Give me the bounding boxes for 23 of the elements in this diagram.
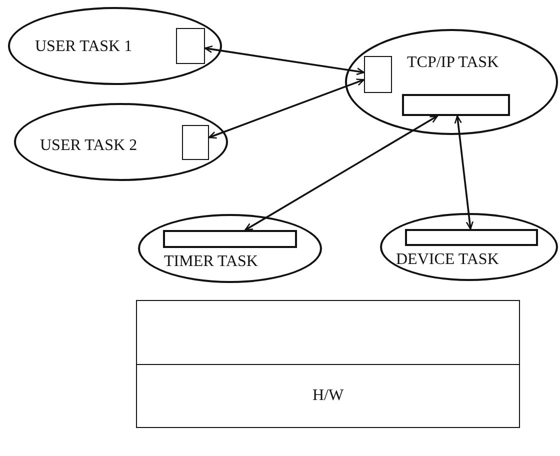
double-arrow bbox=[204, 45, 365, 76]
port-box bbox=[364, 56, 392, 93]
task-ellipse bbox=[380, 213, 558, 281]
task-ellipse bbox=[345, 29, 558, 135]
queue-bar bbox=[163, 230, 297, 248]
layer-box bbox=[136, 364, 520, 428]
queue-bar bbox=[402, 94, 510, 116]
task-label: DEVICE TASK bbox=[396, 251, 499, 269]
task-label: TCP/IP TASK bbox=[407, 54, 499, 72]
double-arrow bbox=[208, 78, 365, 139]
port-box bbox=[176, 28, 205, 64]
task-ellipse bbox=[138, 214, 322, 283]
task-ellipse bbox=[8, 7, 222, 85]
task-ellipse bbox=[14, 103, 228, 181]
double-arrow bbox=[454, 115, 474, 230]
task-label: TIMER TASK bbox=[164, 253, 258, 271]
layer-label: H/W bbox=[311, 387, 345, 405]
layer-box bbox=[136, 300, 520, 365]
task-label: USER TASK 2 bbox=[40, 137, 138, 155]
queue-bar bbox=[405, 229, 538, 246]
task-label: USER TASK 1 bbox=[35, 38, 132, 56]
port-box bbox=[182, 125, 209, 160]
double-arrow bbox=[244, 115, 438, 231]
